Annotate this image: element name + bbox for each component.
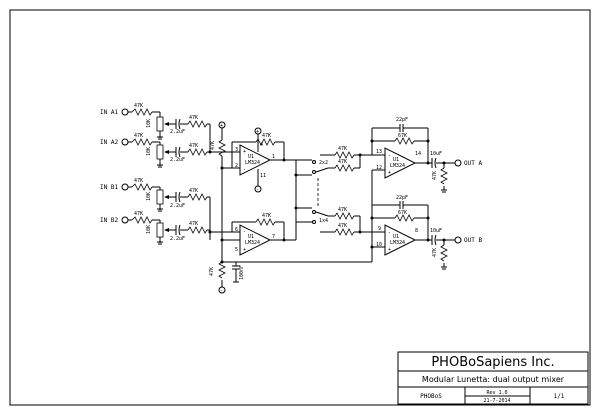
company-name: PHOBoSapiens Inc. [431, 355, 554, 370]
svg-text:47K: 47K [432, 248, 438, 257]
svg-text:47K: 47K [189, 188, 198, 194]
svg-text:2.2uF: 2.2uF [170, 157, 185, 163]
svg-text:4: 4 [260, 142, 263, 148]
svg-text:47K: 47K [189, 221, 198, 227]
svg-text:+: + [243, 247, 246, 253]
svg-text:U1: U1 [393, 157, 399, 163]
svg-text:47K: 47K [338, 223, 347, 229]
svg-text:22pF: 22pF [396, 117, 408, 123]
svg-text:47K: 47K [432, 171, 438, 180]
svg-text:+: + [388, 170, 391, 176]
date: 21-7-2014 [483, 398, 510, 404]
svg-text:67K: 67K [398, 210, 407, 216]
svg-text:47K: 47K [262, 133, 271, 139]
svg-text:-: - [388, 230, 391, 236]
revision: Rev 1.0 [486, 390, 507, 396]
svg-text:7: 7 [272, 234, 275, 240]
svg-text:47K: 47K [134, 103, 143, 109]
svg-text:1: 1 [272, 154, 275, 160]
svg-text:100nF: 100nF [239, 265, 245, 280]
opamp-d: - + U1 LM324 9 10 8 22pF 67K 10uF 47K OU… [370, 195, 482, 270]
switch-label-2x2: 2x2 [319, 160, 328, 166]
svg-text:LM324: LM324 [245, 240, 260, 246]
input-b1: IN B1 47K [100, 178, 160, 191]
svg-text:10K: 10K [146, 225, 152, 234]
input-b2: IN B2 47K [100, 211, 160, 224]
svg-text:2.2uF: 2.2uF [170, 236, 185, 242]
svg-text:3: 3 [235, 147, 238, 153]
sheet-border [9, 9, 591, 406]
svg-text:5: 5 [235, 247, 238, 253]
input-label-a1: IN A1 [100, 109, 118, 116]
opamp-b: - + U1 LM324 6 5 7 47K [231, 213, 296, 256]
svg-text:47K: 47K [262, 213, 271, 219]
pot-chain-a2: 10K 2.2uF 47K [146, 142, 240, 168]
svg-text:-: - [256, 187, 259, 193]
svg-text:10K: 10K [146, 192, 152, 201]
svg-text:12: 12 [376, 165, 382, 171]
svg-text:11: 11 [260, 173, 266, 179]
input-a2: IN A2 47K [100, 133, 160, 146]
svg-text:LM324: LM324 [390, 240, 405, 246]
project-name: Modular Lunetta: dual output mixer [422, 375, 565, 384]
svg-text:10K: 10K [146, 119, 152, 128]
svg-text:LM324: LM324 [245, 160, 260, 166]
input-label-a2: IN A2 [100, 139, 118, 146]
author: PHOBoS [420, 393, 442, 400]
svg-text:47K: 47K [189, 115, 198, 121]
svg-text:8: 8 [415, 228, 418, 234]
svg-text:6: 6 [235, 227, 238, 233]
svg-text:47K: 47K [209, 267, 215, 276]
input-label-b2: IN B2 [100, 217, 118, 224]
svg-text:10: 10 [376, 242, 382, 248]
opamp-c: - + U1 LM324 13 12 14 22pF 67K 10uF 47K … [370, 117, 482, 193]
svg-text:47K: 47K [338, 207, 347, 213]
svg-text:47K: 47K [210, 141, 216, 150]
svg-text:-: - [243, 229, 246, 235]
output-label-a: OUT A [464, 160, 482, 167]
svg-text:U1: U1 [393, 234, 399, 240]
svg-text:-: - [388, 153, 391, 159]
input-label-b1: IN B1 [100, 184, 118, 191]
svg-text:47K: 47K [338, 146, 347, 152]
svg-text:10K: 10K [146, 147, 152, 156]
svg-text:13: 13 [376, 149, 382, 155]
opamp-a: + - U1 LM324 3 2 1 4 11 + - 47K [231, 127, 296, 193]
svg-text:-: - [243, 167, 246, 173]
routing-switches: 2x2 1x4 47K 47K 47K 47K [222, 146, 385, 263]
svg-text:+: + [388, 247, 391, 253]
svg-text:+: + [220, 123, 223, 129]
svg-text:2: 2 [235, 163, 238, 169]
svg-text:14: 14 [415, 151, 421, 157]
svg-text:67K: 67K [398, 133, 407, 139]
svg-text:U1: U1 [248, 234, 254, 240]
pot-chain-b2: 10K 2.2uF 47K [146, 220, 210, 245]
title-block: PHOBoSapiens Inc. Modular Lunetta: dual … [397, 351, 589, 405]
output-label-b: OUT B [464, 237, 482, 244]
input-a1: IN A1 47K [100, 103, 160, 116]
svg-text:2.2uF: 2.2uF [170, 203, 185, 209]
svg-text:10uF: 10uF [430, 151, 442, 157]
svg-text:U1: U1 [248, 154, 254, 160]
switch-label-1x4: 1x4 [319, 218, 328, 224]
svg-text:47K: 47K [134, 178, 143, 184]
sheet-number: 1/1 [554, 393, 565, 400]
svg-text:47K: 47K [134, 133, 143, 139]
svg-text:10uF: 10uF [430, 228, 442, 234]
svg-text:47K: 47K [189, 143, 198, 149]
svg-text:47K: 47K [134, 211, 143, 217]
svg-text:-: - [220, 288, 223, 294]
svg-text:+: + [256, 129, 259, 135]
pot-chain-a1: 10K 2.2uF 47K [146, 112, 211, 152]
svg-text:47K: 47K [338, 159, 347, 165]
pot-chain-b1: 10K 2.2uF 47K [146, 187, 211, 232]
svg-text:LM324: LM324 [390, 163, 405, 169]
svg-text:9: 9 [378, 226, 381, 232]
svg-text:+: + [243, 149, 246, 155]
svg-text:2.2uF: 2.2uF [170, 129, 185, 135]
svg-text:22pF: 22pF [396, 195, 408, 201]
